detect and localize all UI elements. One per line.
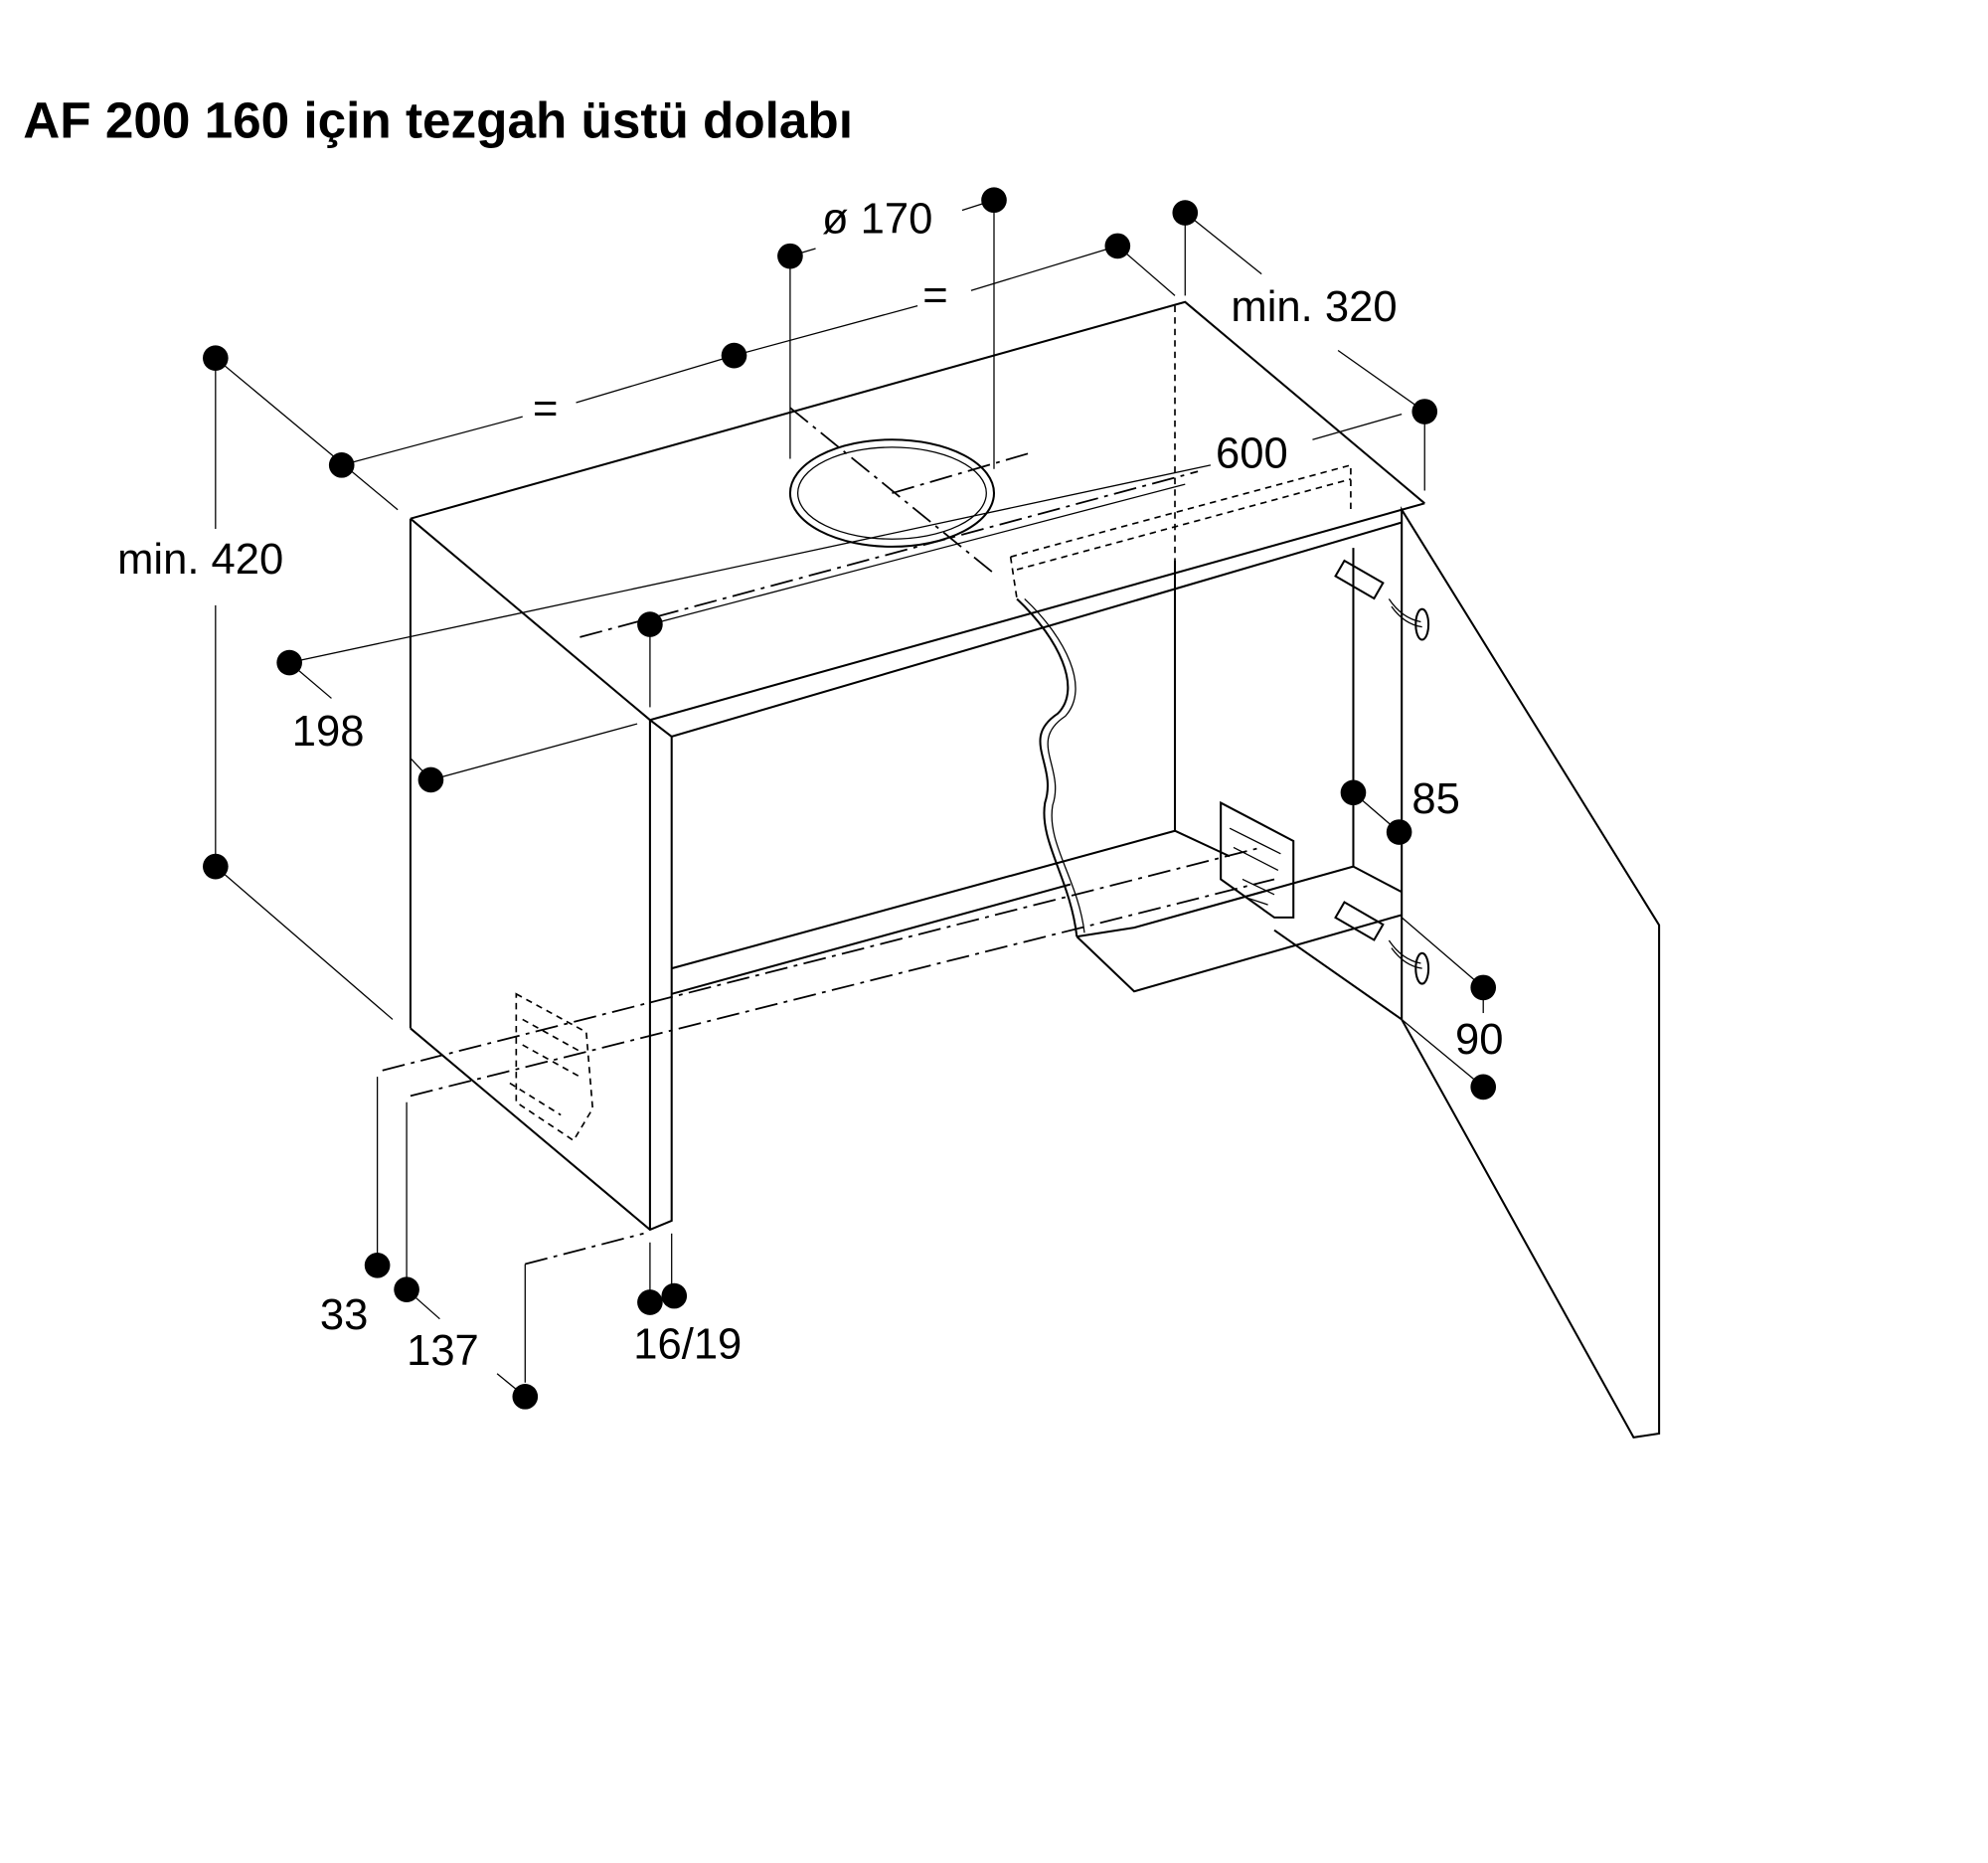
power-cable <box>1016 597 1078 937</box>
label-diameter: ø 170 <box>822 196 932 244</box>
label-198: 198 <box>292 708 365 756</box>
diagram-title: AF 200 160 için tezgah üstü dolabı <box>23 91 853 148</box>
label-width: 600 <box>1216 429 1288 477</box>
cabinet-body <box>409 300 1425 1232</box>
duct-opening <box>788 438 996 548</box>
label-90: 90 <box>1455 1016 1503 1064</box>
label-depth-min: min. 320 <box>1231 283 1397 331</box>
label-height-min: min. 420 <box>117 536 283 584</box>
label-equal-right: = <box>922 271 947 319</box>
label-85: 85 <box>1411 775 1459 823</box>
label-thickness: 16/19 <box>633 1320 742 1368</box>
label-equal-left: = <box>533 386 558 433</box>
dimension-markers <box>202 187 1497 1410</box>
hinge-icon <box>1334 901 1430 985</box>
cabinet-door <box>1401 506 1661 1439</box>
hinge-icon <box>1334 559 1430 641</box>
mounting-bracket-icon <box>1220 800 1295 919</box>
mounting-bracket-icon <box>509 992 594 1142</box>
label-33: 33 <box>320 1291 368 1339</box>
label-137: 137 <box>407 1327 479 1375</box>
dimension-lines <box>215 199 1484 1398</box>
